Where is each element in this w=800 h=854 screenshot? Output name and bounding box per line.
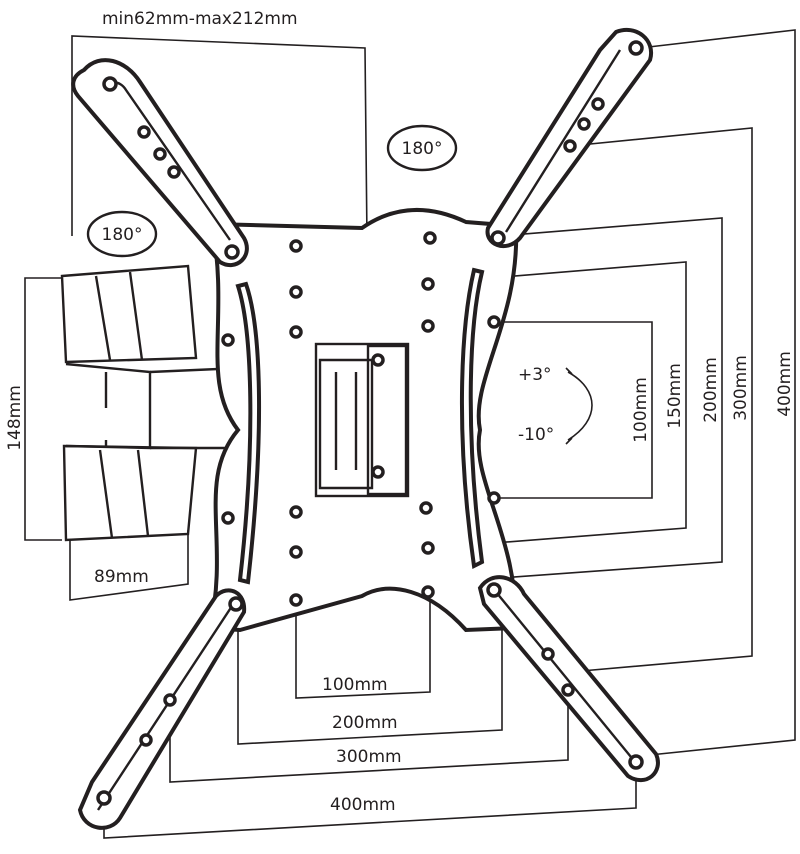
v-400-label: 400mm (775, 351, 795, 417)
vesa-plate (207, 207, 519, 633)
h-100-label: 100mm (322, 675, 388, 695)
swivel-badges (86, 124, 458, 258)
wall-plate (60, 264, 242, 542)
v-300-label: 300mm (731, 355, 751, 421)
v-150-label: 150mm (665, 363, 685, 429)
h-200-label: 200mm (332, 713, 398, 733)
mounting-arms (71, 28, 660, 830)
swivel-top-label: 180° (402, 139, 443, 159)
swivel-top-badge (386, 124, 458, 172)
v-100-label: 100mm (631, 377, 651, 443)
wall-width-label: 89mm (94, 567, 149, 587)
h-400-label: 400mm (330, 795, 396, 815)
dimension-labels: min62mm-max212mm 180° 180° +3° -10° 148m… (5, 9, 795, 815)
tilt-down-label: -10° (518, 425, 554, 445)
swivel-left-label: 180° (102, 225, 143, 245)
dimension-lines (24, 29, 796, 839)
swivel-left-badge (86, 210, 158, 258)
tilt-up-label: +3° (518, 365, 552, 385)
h-300-label: 300mm (336, 747, 402, 767)
v-200-label: 200mm (701, 357, 721, 423)
wall-height-label: 148mm (5, 385, 25, 451)
arm-range-label: min62mm-max212mm (102, 9, 298, 29)
